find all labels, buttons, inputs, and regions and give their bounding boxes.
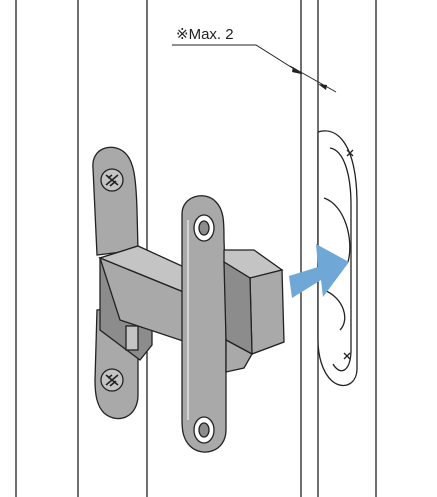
right-plate-upper-hole-inner (198, 220, 210, 236)
slot-mark-top (346, 149, 354, 157)
insertion-arrow (289, 244, 349, 298)
slot-inner-outline (329, 147, 352, 372)
dimension-leader-line (172, 44, 303, 75)
dimension-arrow-left (292, 67, 301, 74)
insertion-arrow-icon (289, 244, 349, 298)
right-plate-lower-tab (225, 338, 253, 373)
right-plate-lower-hole-inner (198, 422, 210, 438)
dimension-arrow-right (318, 84, 327, 90)
dimension-label: ※Max. 2 (176, 26, 234, 43)
screw-icon (105, 374, 119, 387)
hinge-right-plate (181, 195, 285, 453)
knuckle-pin-lower (125, 325, 139, 351)
slot-mark-bottom (343, 352, 351, 360)
dimension-annotation: ※Max. 2 (172, 26, 337, 93)
right-plate-channel-front (249, 269, 285, 355)
slot-inner-curve (323, 197, 351, 331)
screw-icon (105, 174, 119, 187)
left-plate-upper (92, 146, 139, 256)
dimension-extension-line (289, 65, 337, 93)
